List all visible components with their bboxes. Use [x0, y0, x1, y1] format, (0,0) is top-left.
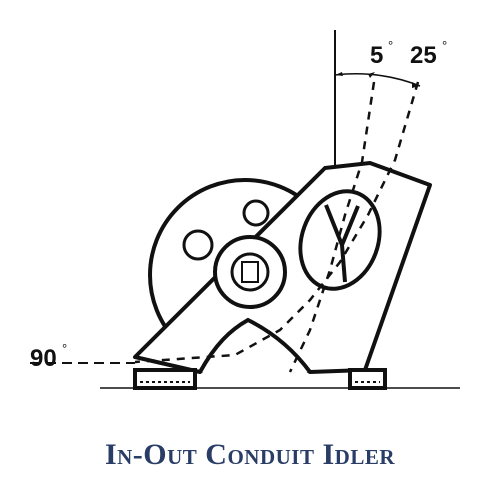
angle-90-deg: ° [62, 341, 68, 356]
angle-5-label: 5° [370, 38, 393, 70]
guide-5 [288, 81, 376, 373]
left-foot [133, 368, 197, 390]
guide-25 [134, 81, 420, 364]
roller-shaft [324, 204, 360, 283]
hub-inner [230, 252, 270, 292]
arrow-25 [412, 82, 420, 88]
bolt-hole-top [242, 199, 270, 227]
angle-25-value: 25 [410, 42, 437, 69]
body-notch [198, 317, 312, 374]
angle-25-label: 25 ° [410, 38, 447, 70]
angle-arc [334, 73, 421, 87]
arrow-5 [368, 72, 375, 78]
angle-5-deg: ° [388, 38, 394, 53]
bolt-hole-left [182, 229, 214, 261]
hub-key [241, 261, 259, 283]
angle-25-deg: ° [442, 38, 448, 53]
diagram-title: In-Out Conduit Idler [104, 438, 396, 471]
angle-5-value: 5 [370, 42, 384, 69]
arrow-ref [335, 72, 343, 76]
right-foot [348, 368, 387, 390]
angle-90-value: 90 [30, 345, 57, 372]
angle-90-label: 90 ° [30, 341, 67, 373]
